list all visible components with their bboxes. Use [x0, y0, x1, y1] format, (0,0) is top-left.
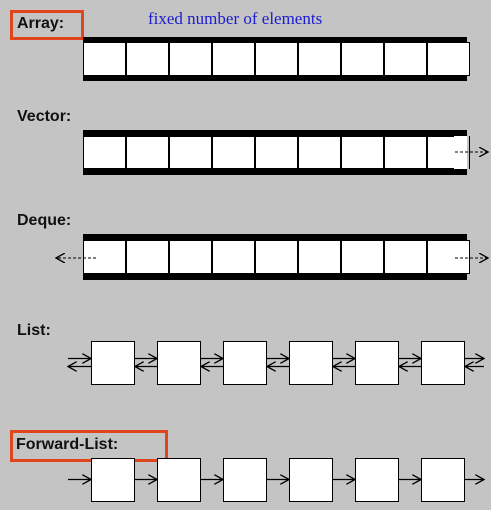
array-label-highlight: [10, 10, 84, 40]
list-label: List:: [17, 322, 51, 339]
array-cells: [83, 42, 470, 76]
vector-cells: [83, 136, 470, 169]
array-container: [83, 37, 470, 81]
vector-cell-1: [83, 136, 126, 169]
vector-cell-4: [212, 136, 255, 169]
forward-list-label-highlight: [10, 430, 168, 462]
array-cell-4: [212, 42, 255, 76]
array-note: fixed number of elements: [148, 9, 323, 28]
deque-cell-8: [384, 240, 427, 274]
forward-list-container: [68, 458, 484, 502]
deque-cell-4: [212, 240, 255, 274]
vector-container: [83, 130, 488, 175]
list-node-3: [223, 341, 267, 385]
array-label: Array:: [17, 15, 65, 32]
vector-cell-8: [384, 136, 427, 169]
deque-cell-1: [83, 240, 126, 274]
array-cell-6: [298, 42, 341, 76]
deque-cell-6: [298, 240, 341, 274]
deque-cell-3: [169, 240, 212, 274]
deque-cell-2: [126, 240, 169, 274]
array-cell-8: [384, 42, 427, 76]
deque-bottom-bar: [83, 274, 467, 280]
array-cell-9: [427, 42, 470, 76]
deque-cells: [83, 240, 470, 274]
list-node-2: [157, 341, 201, 385]
forward-list-node-6: [421, 458, 465, 502]
forward-list-node-1: [91, 458, 135, 502]
list-node-6: [421, 341, 465, 385]
list-node-4: [289, 341, 333, 385]
vector-cell-6: [298, 136, 341, 169]
vector-cell-7: [341, 136, 384, 169]
array-cell-5: [255, 42, 298, 76]
forward-list-node-2: [157, 458, 201, 502]
forward-list-node-5: [355, 458, 399, 502]
list-node-1: [91, 341, 135, 385]
deque-cell-9: [427, 240, 470, 274]
deque-top-bar: [83, 234, 467, 240]
deque-cell-7: [341, 240, 384, 274]
list-node-5: [355, 341, 399, 385]
forward-list-node-3: [223, 458, 267, 502]
deque-cell-5: [255, 240, 298, 274]
vector-cell-5: [255, 136, 298, 169]
deque-container: [56, 234, 488, 280]
array-cell-3: [169, 42, 212, 76]
list-container: [68, 341, 484, 385]
vector-label: Vector:: [17, 108, 72, 125]
deque-label: Deque:: [17, 212, 72, 229]
forward-list-label: Forward-List:: [16, 436, 119, 453]
array-cell-7: [341, 42, 384, 76]
forward-list-node-4: [289, 458, 333, 502]
array-cell-1: [83, 42, 126, 76]
vector-cell-2: [126, 136, 169, 169]
array-cell-2: [126, 42, 169, 76]
vector-cell-3: [169, 136, 212, 169]
